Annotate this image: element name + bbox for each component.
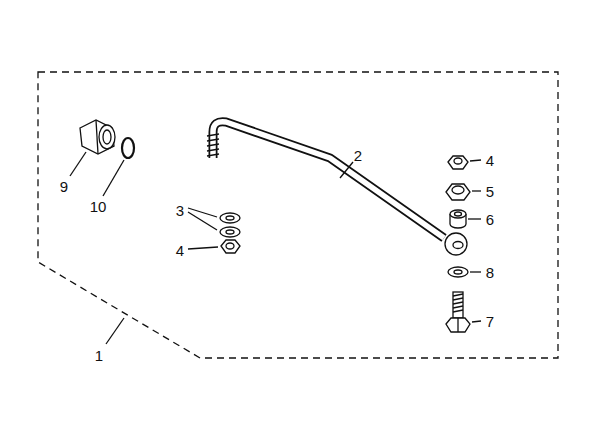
nut [446, 184, 470, 200]
o-ring [122, 138, 134, 158]
lock-nut [221, 240, 240, 253]
callout-number: 7 [486, 314, 494, 329]
leader-line [70, 152, 86, 176]
lock-nut [448, 156, 468, 169]
spacer [450, 210, 466, 228]
steering-link-rod [207, 122, 467, 255]
leader-line [188, 212, 217, 230]
leader-line [103, 160, 124, 196]
callout-number: 4 [486, 153, 494, 168]
callout-number: 6 [486, 212, 494, 227]
fitting [80, 120, 115, 154]
bolt [446, 292, 470, 332]
callout-number: 4 [176, 243, 184, 258]
leader-line [470, 271, 481, 272]
callout-number: 3 [176, 203, 184, 218]
leader-line [468, 218, 481, 219]
callout-number: 8 [486, 265, 494, 280]
callout-number: 10 [90, 199, 107, 214]
callout-number: 1 [95, 348, 103, 363]
leader-line [188, 208, 217, 217]
callout-number: 5 [486, 184, 494, 199]
leader-line [340, 162, 353, 178]
leader-line [188, 247, 218, 249]
callout-number: 9 [60, 179, 68, 194]
washer [220, 213, 240, 237]
leader-line [106, 318, 124, 344]
washer [448, 267, 468, 277]
leader-line [472, 190, 481, 191]
leader-line [470, 160, 481, 161]
callout-number: 2 [354, 148, 362, 163]
kit-outline [38, 72, 558, 358]
leader-line [472, 321, 481, 322]
